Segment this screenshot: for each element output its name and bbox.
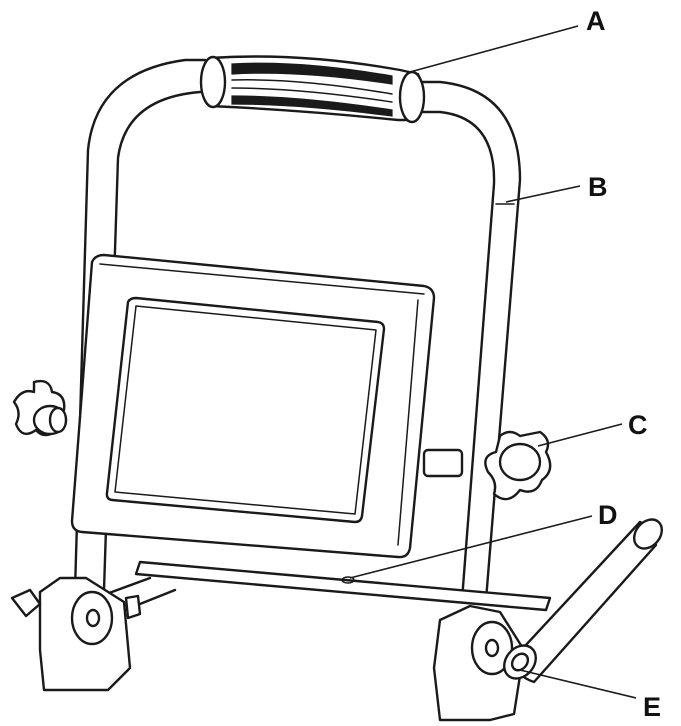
callout-c-label: C xyxy=(628,410,648,440)
frame xyxy=(73,58,522,602)
leader-lines xyxy=(349,25,637,699)
base-plate xyxy=(88,560,552,614)
support-leg xyxy=(503,518,663,684)
floodlight-housing xyxy=(70,253,436,559)
callout-e-label: E xyxy=(643,692,661,722)
right-foot xyxy=(432,604,526,722)
right-knob xyxy=(422,430,552,501)
callout-b-label: B xyxy=(588,172,608,202)
handle-grip xyxy=(199,55,426,124)
callout-a-label: A xyxy=(586,6,606,36)
left-knob xyxy=(12,379,68,437)
callout-d-label: D xyxy=(598,500,618,530)
left-foot xyxy=(10,576,142,692)
